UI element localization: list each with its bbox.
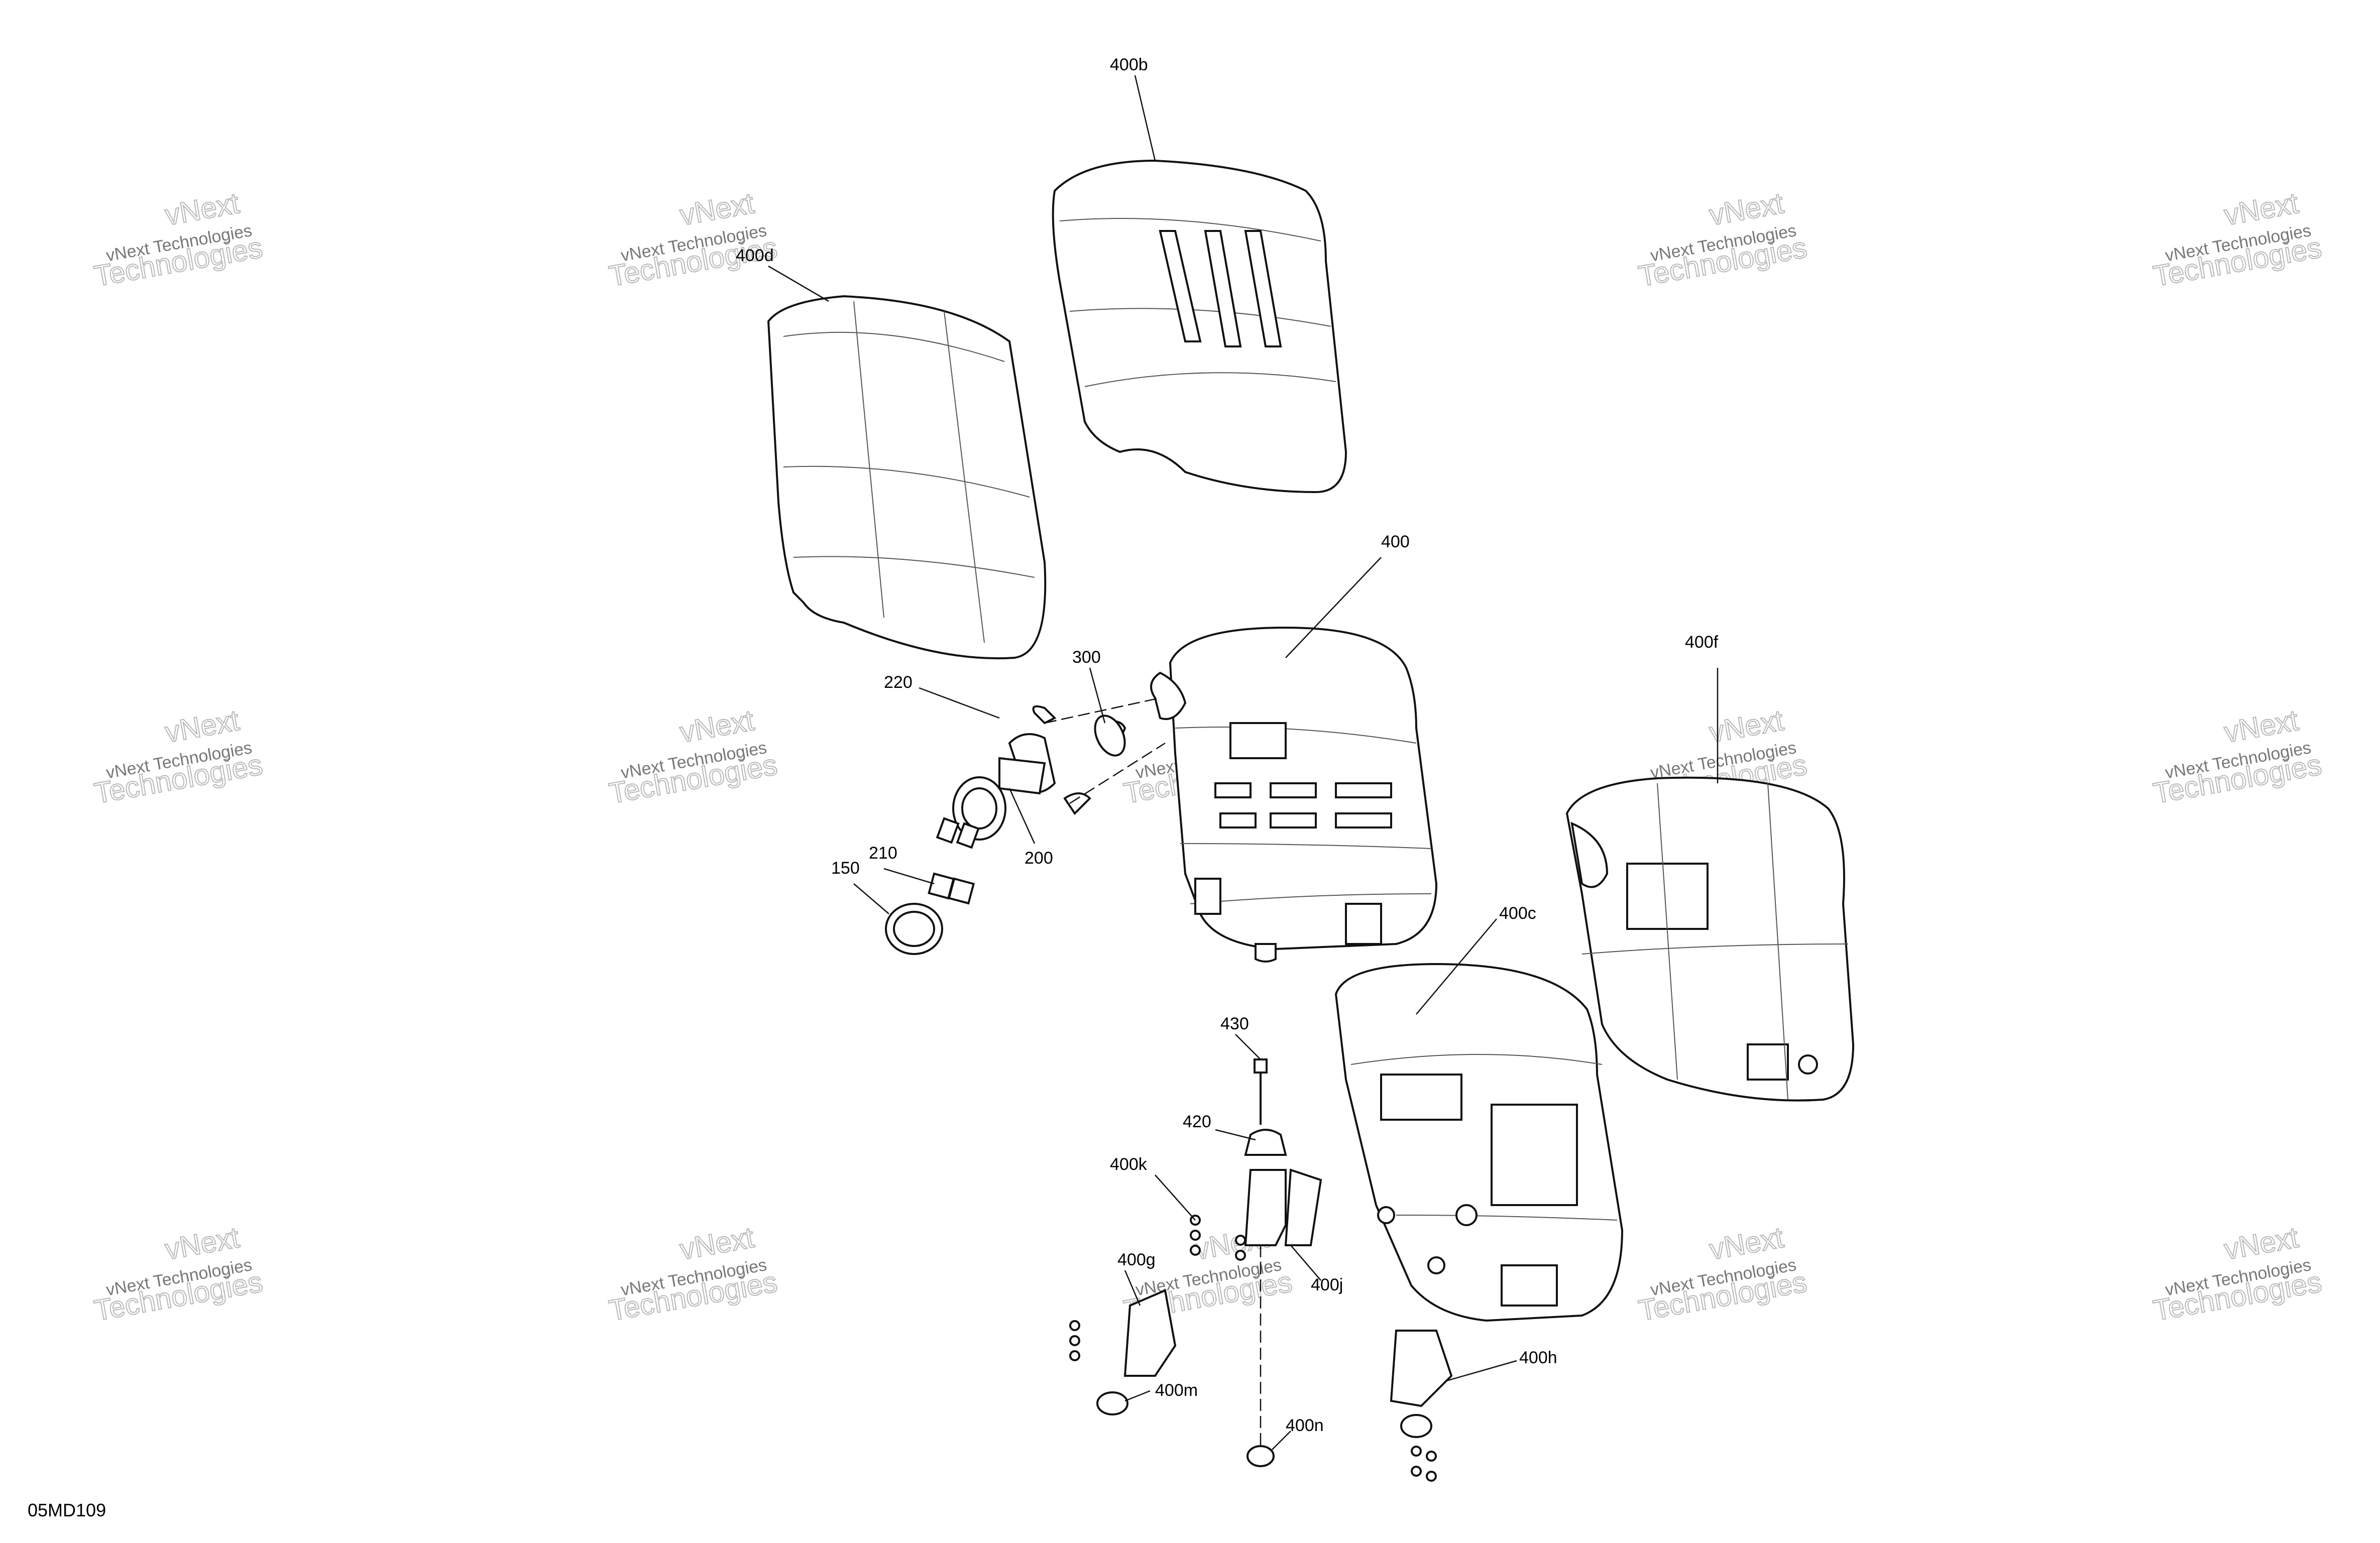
callout-leaders bbox=[768, 75, 1719, 1452]
heat-shield-400b bbox=[1052, 159, 1347, 494]
callout-400f: 400f bbox=[1685, 633, 1719, 652]
callout-150: 150 bbox=[831, 859, 860, 878]
callout-400c: 400c bbox=[1499, 904, 1536, 923]
callout-400h: 400h bbox=[1519, 1348, 1557, 1367]
callout-400n: 400n bbox=[1286, 1416, 1324, 1435]
muffler-body-400 bbox=[1150, 626, 1438, 963]
callout-210: 210 bbox=[869, 844, 897, 863]
heat-shield-400d bbox=[767, 295, 1047, 660]
callout-200: 200 bbox=[1025, 849, 1053, 868]
bracket-hardware bbox=[1069, 1058, 1453, 1482]
heat-shield-400f bbox=[1565, 776, 1855, 1102]
callout-400b: 400b bbox=[1110, 55, 1148, 74]
callout-220: 220 bbox=[884, 673, 913, 692]
callout-400m: 400m bbox=[1155, 1381, 1198, 1400]
diagram-id: 05MD109 bbox=[28, 1500, 106, 1520]
callout-300: 300 bbox=[1072, 648, 1101, 667]
heat-shield-400c bbox=[1334, 963, 1624, 1322]
callout-430: 430 bbox=[1220, 1014, 1249, 1033]
callout-400j: 400j bbox=[1311, 1275, 1343, 1294]
inlet-assembly bbox=[885, 697, 1166, 955]
callout-400: 400 bbox=[1381, 532, 1410, 551]
callout-labels: 400b 400d 400 220 300 400f 210 200 150 4… bbox=[736, 55, 1719, 1435]
callout-400d: 400d bbox=[736, 246, 774, 265]
callout-420: 420 bbox=[1183, 1112, 1211, 1131]
callout-400g: 400g bbox=[1117, 1250, 1156, 1269]
callout-400k: 400k bbox=[1110, 1155, 1148, 1174]
